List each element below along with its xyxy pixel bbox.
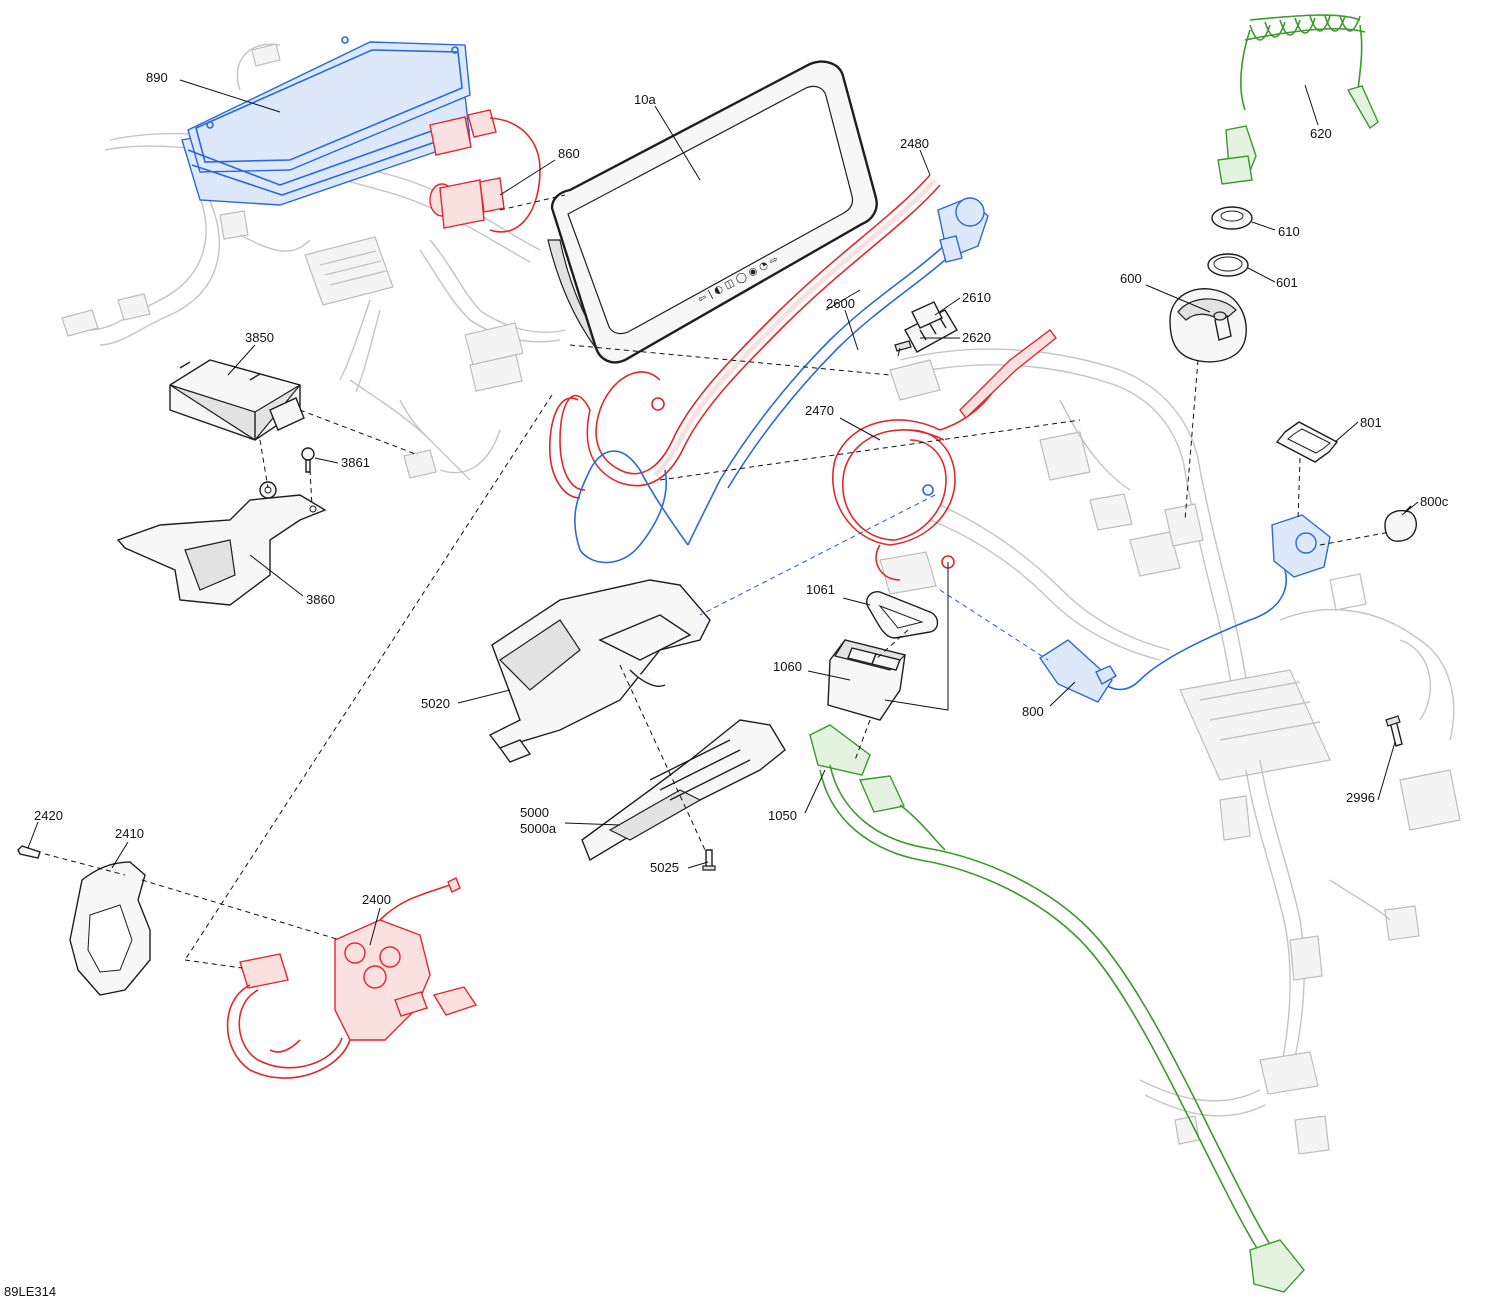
callout-890: 890	[146, 70, 168, 85]
callout-1060: 1060	[773, 659, 802, 674]
callout-2996: 2996	[1346, 790, 1375, 805]
callout-2400: 2400	[362, 892, 391, 907]
callout-860: 860	[558, 146, 580, 161]
part-5000-base	[581, 719, 786, 862]
diagram-reference-code: 89LE314	[4, 1284, 56, 1299]
part-890-module	[181, 36, 471, 206]
callout-5000: 5000	[520, 805, 549, 820]
callout-1061: 1061	[806, 582, 835, 597]
callout-2610: 2610	[962, 290, 991, 305]
part-1050-harness	[809, 724, 1305, 1293]
part-1061-bezel	[866, 591, 939, 639]
part-620-tether-cord	[1217, 14, 1379, 185]
callout-801: 801	[1360, 415, 1382, 430]
part-2610-clip	[904, 301, 958, 353]
part-800-usb-socket	[1039, 514, 1331, 703]
callout-601: 601	[1276, 275, 1298, 290]
callout-labels: 890 860 10a 2480 2600 2610 2620 620 610 …	[4, 70, 1449, 1299]
part-3860-bracket	[116, 481, 327, 606]
assembly-lines	[44, 194, 1391, 969]
callout-5000a: 5000a	[520, 821, 557, 836]
callout-800c: 800c	[1420, 494, 1449, 509]
callout-2600: 2600	[826, 296, 855, 311]
part-3850-module	[169, 359, 305, 441]
part-601-gasket	[1207, 253, 1249, 277]
callout-3861: 3861	[341, 455, 370, 470]
callout-3860: 3860	[306, 592, 335, 607]
leader-lines	[27, 79, 1419, 946]
part-610-ring	[1211, 206, 1253, 230]
callout-5025: 5025	[650, 860, 679, 875]
part-2420-screw	[17, 845, 41, 859]
callout-620: 620	[1310, 126, 1332, 141]
callout-600: 600	[1120, 271, 1142, 286]
part-2996-screw	[1385, 715, 1403, 747]
callout-610: 610	[1278, 224, 1300, 239]
part-3861-bolt	[301, 447, 315, 473]
part-5025-screw	[702, 849, 716, 871]
callout-2470: 2470	[805, 403, 834, 418]
callout-3850: 3850	[245, 330, 274, 345]
callout-2410: 2410	[115, 826, 144, 841]
callout-1050: 1050	[768, 808, 797, 823]
part-801-seal	[1275, 421, 1339, 463]
part-2620-screw	[894, 340, 912, 357]
callout-2420: 2420	[34, 808, 63, 823]
part-2600-cable	[574, 197, 989, 564]
part-5020-housing	[488, 579, 711, 763]
part-1060-switch	[827, 639, 907, 721]
callout-5020: 5020	[421, 696, 450, 711]
part-2410-cover	[69, 861, 151, 996]
part-800c-cap	[1384, 505, 1417, 542]
callout-2620: 2620	[962, 330, 991, 345]
callout-10a: 10a	[634, 92, 656, 107]
callout-2480: 2480	[900, 136, 929, 151]
main-wiring-harness	[61, 43, 1461, 1155]
part-2480-cable	[549, 174, 941, 499]
part-10a-display: ⇦ | ◐ ◫ ◯ ◉ ◔ ⇨	[547, 60, 878, 364]
part-860-connector	[429, 109, 541, 233]
callout-800: 800	[1022, 704, 1044, 719]
part-2470-cable	[832, 329, 1057, 581]
part-2400-switch-pack	[226, 877, 478, 1079]
